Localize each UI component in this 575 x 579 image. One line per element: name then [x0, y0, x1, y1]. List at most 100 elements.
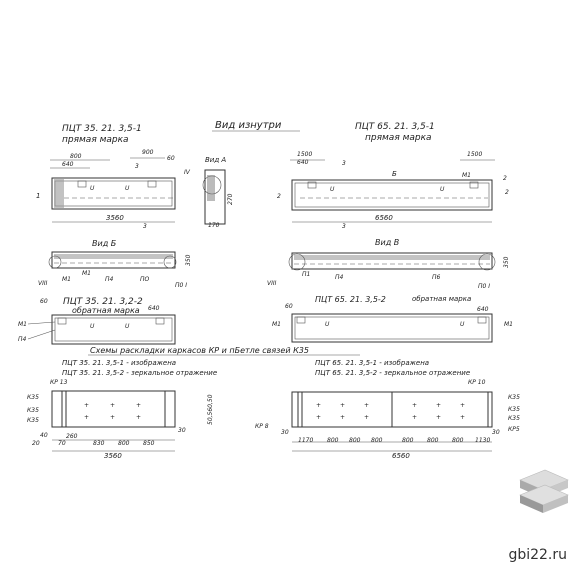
svg-text:1500: 1500 [467, 151, 482, 158]
svg-text:800: 800 [70, 153, 82, 160]
svg-text:3: 3 [135, 163, 139, 170]
svg-text:+: + [364, 414, 369, 421]
left-top-sub: прямая марка [62, 135, 129, 145]
view-v: Вид В VIII П1 П4 П6 П0 I 350 [267, 238, 510, 290]
svg-text:ПЦТ 35. 21. 3,2-2: ПЦТ 35. 21. 3,2-2 [63, 297, 143, 307]
view-title: Вид изнутри [215, 120, 282, 131]
svg-text:3: 3 [342, 223, 346, 230]
svg-text:П0 I: П0 I [175, 282, 187, 289]
svg-text:2: 2 [277, 193, 281, 200]
svg-text:П4: П4 [335, 274, 344, 281]
rebar-marks: + + + + + + + + + + + + + + + + + + [84, 402, 465, 421]
svg-text:270: 270 [227, 193, 234, 205]
svg-text:+: + [436, 414, 441, 421]
svg-text:М1: М1 [272, 321, 281, 328]
svg-text:М1: М1 [62, 276, 71, 283]
svg-text:Вид Б: Вид Б [92, 239, 117, 248]
svg-text:6560: 6560 [375, 214, 393, 222]
svg-text:800: 800 [327, 437, 339, 444]
svg-text:70: 70 [58, 440, 66, 447]
svg-text:3560: 3560 [106, 214, 124, 222]
svg-text:6560: 6560 [392, 452, 410, 460]
svg-text:+: + [412, 402, 417, 409]
svg-text:+: + [316, 402, 321, 409]
svg-text:640: 640 [297, 159, 309, 166]
svg-text:обратная марка: обратная марка [412, 295, 471, 303]
svg-text:+: + [412, 414, 417, 421]
svg-text:U: U [90, 185, 95, 192]
svg-text:830: 830 [93, 440, 105, 447]
svg-text:КР5: КР5 [508, 426, 520, 433]
svg-text:U: U [90, 323, 95, 330]
svg-text:1170: 1170 [298, 437, 313, 444]
svg-text:П0 I: П0 I [478, 283, 490, 290]
svg-text:Б: Б [392, 170, 397, 178]
svg-text:VIII: VIII [38, 280, 48, 287]
svg-text:800: 800 [402, 437, 414, 444]
svg-text:30: 30 [178, 427, 186, 434]
svg-text:Вид А: Вид А [205, 156, 226, 164]
svg-text:К35: К35 [508, 394, 520, 401]
svg-text:U: U [325, 321, 330, 328]
svg-text:ПЦТ 35. 21. 3,5-2 - зеркальное: ПЦТ 35. 21. 3,5-2 - зеркальное отражение [62, 369, 217, 377]
svg-text:КР 13: КР 13 [50, 379, 68, 386]
svg-text:U: U [460, 321, 465, 328]
svg-text:К35: К35 [508, 415, 520, 422]
svg-text:U: U [440, 186, 445, 193]
left-top-mark: ПЦТ 35. 21. 3,5-1 [62, 124, 142, 134]
svg-text:Вид В: Вид В [375, 238, 399, 247]
svg-text:3560: 3560 [104, 452, 122, 460]
svg-text:+: + [340, 414, 345, 421]
svg-text:640: 640 [62, 161, 74, 168]
svg-text:350: 350 [185, 254, 192, 266]
svg-text:U: U [330, 186, 335, 193]
svg-text:1500: 1500 [297, 151, 312, 158]
svg-text:20: 20 [32, 440, 40, 447]
svg-text:800: 800 [371, 437, 383, 444]
right-mid-panel: ПЦТ 65. 21. 3,5-2 обратная марка 60 640 … [272, 295, 513, 343]
svg-text:IV: IV [184, 169, 191, 176]
svg-text:+: + [84, 402, 89, 409]
left-bottom-scheme: ПЦТ 35. 21. 3,5-1 - изображена ПЦТ 35. 2… [27, 359, 217, 460]
svg-text:П1: П1 [302, 271, 310, 278]
svg-text:900: 900 [142, 149, 154, 156]
svg-text:640: 640 [477, 306, 489, 313]
svg-text:обратная марка: обратная марка [72, 306, 140, 315]
svg-text:+: + [436, 402, 441, 409]
svg-text:800: 800 [427, 437, 439, 444]
svg-text:260: 260 [66, 433, 78, 440]
svg-text:+: + [460, 414, 465, 421]
right-top-panel: ПЦТ 65. 21. 3,5-1 прямая марка 1500 640 … [277, 122, 509, 230]
svg-text:+: + [364, 402, 369, 409]
svg-text:U: U [125, 185, 130, 192]
right-top-sub: прямая марка [365, 133, 432, 143]
svg-text:800: 800 [349, 437, 361, 444]
svg-text:640: 640 [148, 305, 160, 312]
svg-text:+: + [340, 402, 345, 409]
svg-text:60: 60 [285, 303, 293, 310]
svg-text:U: U [125, 323, 130, 330]
svg-text:350: 350 [503, 256, 510, 268]
svg-text:П6: П6 [432, 274, 441, 281]
svg-text:ПЦТ 35. 21. 3,5-1 - изображена: ПЦТ 35. 21. 3,5-1 - изображена [62, 359, 176, 367]
svg-text:+: + [136, 414, 141, 421]
svg-text:М1: М1 [18, 321, 27, 328]
site-watermark: gbi22.ru [508, 547, 567, 563]
svg-text:П4: П4 [18, 336, 27, 343]
svg-text:850: 850 [143, 440, 155, 447]
svg-text:800: 800 [118, 440, 130, 447]
svg-text:КР 8: КР 8 [255, 423, 269, 430]
svg-text:К35: К35 [508, 406, 520, 413]
svg-text:ПО: ПО [140, 276, 150, 283]
view-b: Вид Б М1 П4 VIII М1 ПО П0 I 350 [38, 239, 192, 289]
svg-text:60: 60 [40, 298, 48, 305]
right-bottom-scheme: ПЦТ 65. 21. 3,5-1 - изображена ПЦТ 65. 2… [255, 359, 520, 460]
svg-text:40: 40 [40, 432, 48, 439]
left-mid-panel: ПЦТ 35. 21. 3,2-2 обратная марка 60 640 … [18, 297, 176, 345]
svg-text:+: + [110, 414, 115, 421]
left-top-panel: ПЦТ 35. 21. 3,5-1 прямая марка 800 640 9… [36, 124, 234, 230]
svg-text:П4: П4 [105, 276, 114, 283]
svg-text:2: 2 [503, 175, 507, 182]
svg-text:3: 3 [342, 160, 346, 167]
svg-text:1130: 1130 [475, 437, 490, 444]
